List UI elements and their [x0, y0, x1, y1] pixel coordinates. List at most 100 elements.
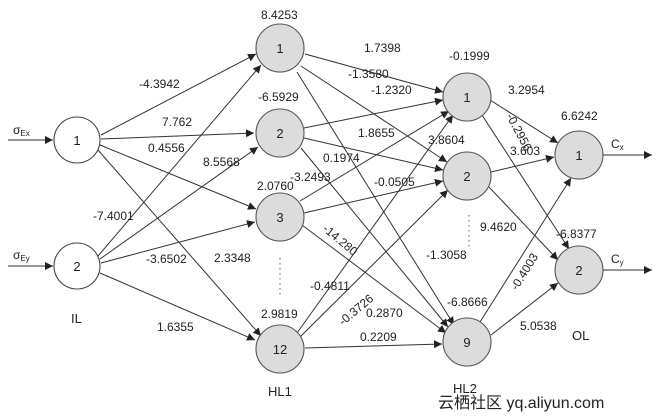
- output-label-cx: Cx: [611, 137, 624, 152]
- edge-hl1-12-hl2-1: [296, 114, 454, 334]
- hl1-node-2-label: 2: [276, 126, 283, 141]
- input-label-ex: σEx: [13, 123, 30, 138]
- il-node-1: [53, 116, 101, 164]
- hl1-node-12: [255, 324, 305, 374]
- weight-label: -0.4811: [310, 279, 350, 293]
- edge-hl1-12-hl2-2: [299, 189, 449, 338]
- weight-label: -1.3058: [426, 248, 467, 262]
- hl2-node-9-label: 9: [463, 335, 470, 350]
- bias-label: -6.5929: [258, 90, 299, 104]
- edge-il1-hl1-1: [100, 53, 257, 136]
- edge-il2-hl1-12: [99, 272, 256, 341]
- hl1-node-3-label: 3: [276, 210, 283, 225]
- output-label-cy: Cy: [611, 252, 624, 267]
- edge-hl2-1-ol-2: [481, 114, 570, 250]
- weight-label: 1.7398: [364, 41, 401, 55]
- bias-label: 6.6242: [561, 109, 598, 123]
- weight-label: 9.4620: [480, 220, 517, 234]
- hidden-layer-2: 1 2 9: [442, 72, 492, 367]
- weight-label: 0.4556: [148, 141, 185, 155]
- hl2-node-2-label: 2: [463, 169, 470, 184]
- bias-label: -6.8666: [447, 295, 488, 309]
- bias-label: 2.9819: [261, 307, 298, 321]
- weight-label: 3.2954: [508, 83, 545, 97]
- hl1-node-2: [255, 108, 305, 158]
- hl2-node-1-label: 1: [463, 90, 470, 105]
- edge-hl2-2-ol-1: [490, 154, 555, 173]
- il-node-1-label: 1: [73, 133, 80, 148]
- bias-label: -6.8377: [556, 227, 597, 241]
- weight-label: 3.603: [510, 144, 540, 158]
- bias-labels-hl1: 8.4253 -6.5929 2.0760 2.9819: [257, 8, 299, 321]
- weight-label: 1.8655: [358, 126, 395, 140]
- layer-label-ol: OL: [572, 328, 589, 343]
- edge-il2-hl1-1: [97, 64, 262, 257]
- weight-label: -4.3942: [139, 77, 180, 91]
- ol-node-1: [554, 130, 604, 180]
- edges-hl1-hl2: [296, 53, 455, 349]
- bias-label: 8.4253: [261, 8, 298, 22]
- edge-il1-hl1-2: [100, 129, 255, 140]
- edge-hl1-2-hl2-2: [303, 137, 444, 173]
- edge-hl1-1-hl2-1: [304, 53, 444, 94]
- watermark-text: 云栖社区 yq.aliyun.com: [438, 394, 604, 412]
- edge-hl2-9-ol-2: [490, 282, 559, 336]
- bias-labels-hl2: -0.1999 3.8604 -6.8666: [428, 49, 490, 309]
- input-layer: 1 2: [53, 116, 101, 290]
- weight-label: -7.4001: [93, 209, 134, 223]
- edge-il2-hl1-3: [100, 220, 256, 264]
- weight-label: -3.6502: [146, 252, 187, 266]
- weight-label: 1.6355: [157, 320, 194, 334]
- weight-label: -1.2320: [371, 83, 412, 97]
- hl2-node-1: [442, 72, 492, 122]
- hl1-node-1: [255, 23, 305, 73]
- edge-hl2-9-ol-1: [479, 177, 572, 323]
- edge-il2-hl1-2: [99, 146, 259, 260]
- edge-il1-hl1-3: [99, 144, 257, 210]
- ol-node-2-label: 2: [575, 263, 582, 278]
- weight-labels-hl1-hl2: 1.7398 -1.3580 -1.2320 1.8655 0.1974 -3.…: [290, 41, 467, 344]
- il-node-2-label: 2: [73, 259, 80, 274]
- edge-hl1-12-hl2-9: [304, 340, 443, 349]
- edges-il-hl1: [97, 53, 262, 341]
- hl2-node-9: [442, 317, 492, 367]
- edge-hl1-3-hl2-9: [301, 224, 447, 334]
- layer-label-hl2: HL2: [453, 381, 477, 396]
- weight-label: 8.5568: [203, 155, 240, 169]
- weight-label: 2.3348: [214, 251, 251, 265]
- hl2-node-2: [442, 151, 492, 201]
- bias-label: -0.1999: [449, 49, 490, 63]
- hidden-layer-1: 1 2 3 12: [255, 23, 305, 374]
- ol-node-2: [554, 245, 604, 295]
- weight-label: 0.1974: [323, 151, 360, 165]
- input-arrows: [8, 136, 53, 270]
- weight-label: 0.2209: [360, 330, 397, 344]
- edge-hl1-3-hl2-2: [303, 178, 444, 214]
- edge-hl1-1-hl2-9: [296, 71, 455, 326]
- bias-labels-ol: 6.6242 -6.8377: [556, 109, 598, 241]
- edge-hl1-2-hl2-1: [303, 97, 444, 129]
- hl1-node-3: [255, 192, 305, 242]
- weight-label: -0.4003: [508, 250, 542, 292]
- il-node-2: [53, 242, 101, 290]
- edge-hl2-2-ol-2: [488, 186, 559, 261]
- output-layer: 1 2: [554, 130, 604, 295]
- edge-hl1-2-hl2-9: [300, 147, 449, 328]
- output-arrows: [603, 151, 652, 274]
- hl1-node-12-label: 12: [273, 342, 287, 357]
- weight-label: 0.2870: [366, 306, 403, 320]
- edge-hl2-1-ol-1: [489, 99, 559, 144]
- weight-labels-hl2-ol: 3.2954 -0.2956 3.603 9.4620 -0.4003 5.05…: [480, 83, 557, 333]
- weight-label: -1.3580: [348, 67, 389, 81]
- layer-label-il: IL: [71, 311, 82, 326]
- input-label-ey: σEy: [13, 248, 30, 263]
- weight-label: 5.0538: [520, 319, 557, 333]
- edge-il1-hl1-12: [97, 149, 262, 337]
- layer-label-hl1: HL1: [268, 384, 292, 399]
- hl1-node-1-label: 1: [276, 41, 283, 56]
- weight-label: 7.762: [162, 115, 192, 129]
- bias-label: 3.8604: [428, 133, 465, 147]
- bias-label: 2.0760: [257, 179, 294, 193]
- ol-node-1-label: 1: [575, 148, 582, 163]
